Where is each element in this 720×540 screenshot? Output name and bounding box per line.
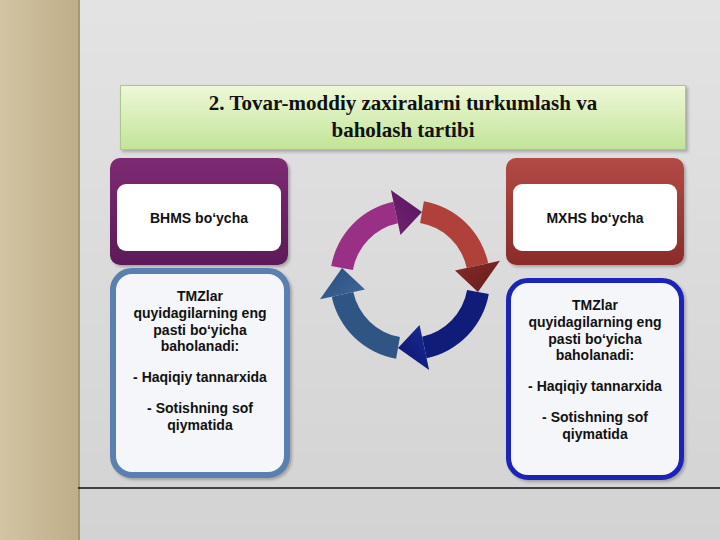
cycle-arrowhead — [391, 190, 422, 235]
body-text: TMZlar quyidagilarning eng pasti bo‘yich… — [126, 288, 274, 355]
cycle-arrowhead — [398, 325, 429, 370]
header-label: MXHS bo‘ycha — [513, 184, 677, 251]
body-text: - Haqiqiy tannarxida — [521, 378, 669, 395]
cycle-arrowhead — [320, 268, 365, 299]
cycle-arc — [422, 290, 489, 358]
body-text: - Sotishning sof qiymatida — [126, 400, 274, 434]
title-banner: 2. Tovar-moddiy zaxiralarni turkumlash v… — [120, 85, 686, 150]
cycle-arc — [332, 292, 400, 359]
header-box: MXHS bo‘ycha — [506, 158, 684, 265]
body-text: - Sotishning sof qiymatida — [521, 409, 669, 443]
cycle-arrowhead — [455, 261, 500, 292]
body-text: - Haqiqiy tannarxida — [126, 369, 274, 386]
body-text: TMZlar quyidagilarning eng pasti bo‘yich… — [521, 297, 669, 364]
rule-line — [78, 487, 720, 489]
cycle-arc — [420, 201, 488, 268]
content-box: TMZlar quyidagilarning eng pasti bo‘yich… — [506, 278, 684, 480]
side-strip — [0, 0, 80, 540]
header-label: BHMS bo‘ycha — [117, 184, 281, 251]
header-box: BHMS bo‘ycha — [110, 158, 288, 265]
content-box: TMZlar quyidagilarning eng pasti bo‘yich… — [110, 268, 290, 478]
cycle-arc — [331, 202, 398, 270]
cycle-arrows — [320, 190, 500, 370]
